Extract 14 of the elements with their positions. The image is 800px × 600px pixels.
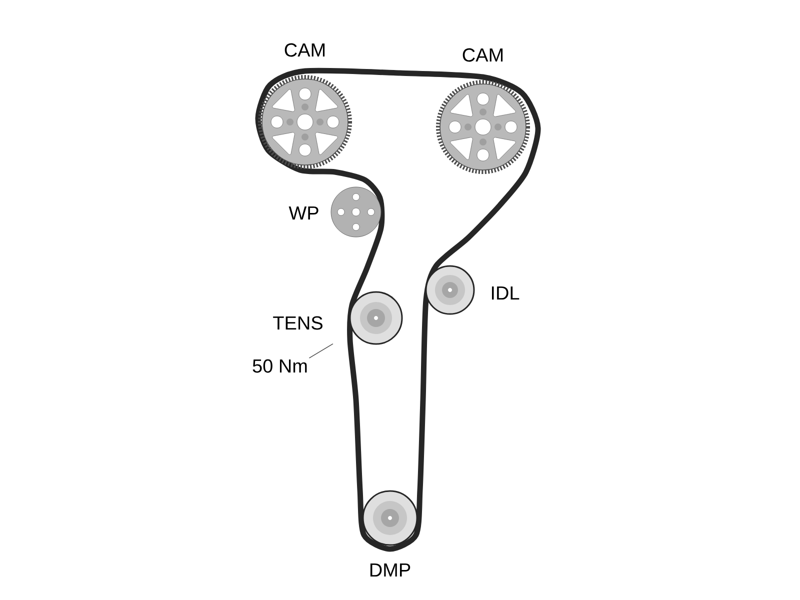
pulley-label: WP	[288, 206, 318, 220]
torque-label: 50 Nm	[252, 359, 307, 373]
camshaft-gear	[258, 75, 352, 169]
camshaft-gear	[436, 80, 530, 174]
roller-pulley	[425, 265, 475, 315]
pulley-label: DMP	[370, 563, 410, 577]
roller-pulley	[349, 291, 403, 345]
water-pump-pulley	[330, 186, 382, 238]
pulley-label: CAM	[284, 43, 325, 57]
leader-line	[308, 343, 334, 358]
roller-pulley	[362, 490, 418, 546]
pulley-label: TENS	[273, 316, 322, 330]
pulley-label: IDL	[492, 286, 520, 300]
pulley-label: CAM	[462, 48, 503, 62]
